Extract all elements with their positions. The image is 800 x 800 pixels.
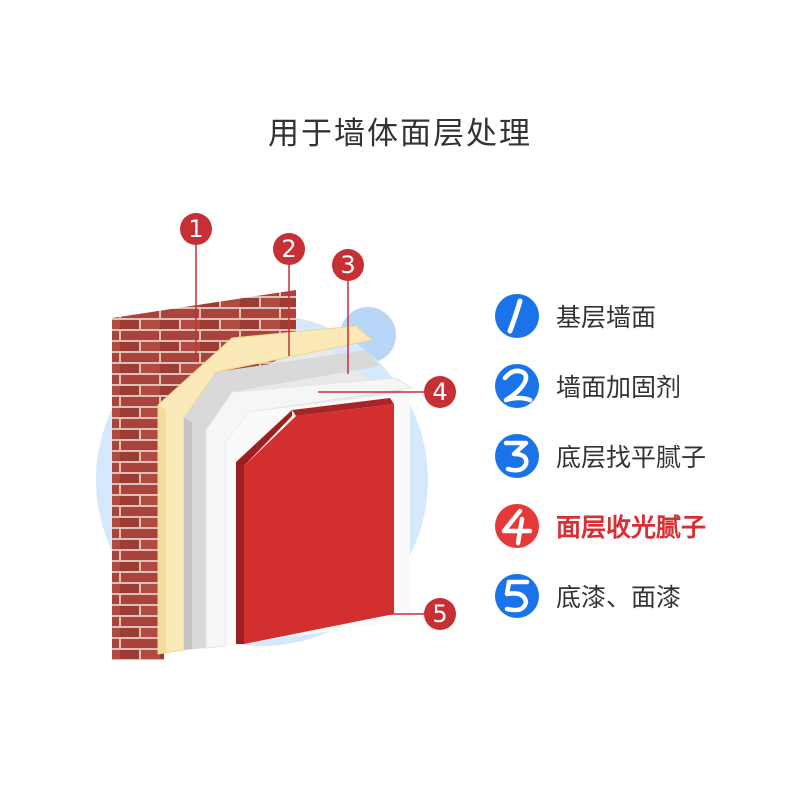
callout-1-number: 1 [188, 215, 203, 243]
legend-label-leveling-putty: 底层找平腻子 [556, 443, 707, 472]
number-2-icon [495, 364, 539, 408]
number-1-icon [495, 294, 539, 338]
number-5-icon [495, 574, 539, 618]
callout-5-number: 5 [432, 600, 447, 628]
number-4-icon [495, 504, 539, 548]
callout-5: 5 [424, 598, 456, 630]
leader-lines [195, 244, 424, 615]
number-3-icon [495, 434, 539, 478]
paint-layer [244, 404, 394, 644]
legend: 基层墙面 墙面加固剂 底层找平腻子 面层收光腻子 底漆、面漆 [494, 0, 794, 800]
callout-3: 3 [332, 249, 364, 281]
callout-4: 4 [424, 376, 456, 408]
paint-layer-side [236, 410, 292, 644]
leveling-putty-layer [184, 350, 380, 650]
legend-item-paint: 底漆、面漆 [494, 573, 681, 619]
legend-item-leveling-putty: 底层找平腻子 [494, 433, 706, 479]
legend-item-reinforcer: 墙面加固剂 [494, 363, 681, 409]
page-title: 用于墙体面层处理 [268, 116, 532, 152]
legend-label-finish-putty: 面层收光腻子 [556, 513, 707, 542]
legend-item-finish-putty: 面层收光腻子 [494, 503, 706, 549]
callout-1: 1 [180, 213, 212, 245]
legend-label-reinforcer: 墙面加固剂 [556, 373, 682, 402]
legend-item-base-wall: 基层墙面 [494, 293, 656, 339]
callout-2-number: 2 [281, 235, 296, 263]
leveling-putty-edge [184, 418, 192, 650]
legend-label-paint: 底漆、面漆 [556, 583, 682, 612]
callout-3-number: 3 [340, 251, 355, 279]
paint-layer-top [292, 398, 394, 416]
reinforcer-edge [158, 405, 166, 654]
callout-2: 2 [273, 233, 305, 265]
callout-4-number: 4 [432, 378, 447, 406]
legend-label-base-wall: 基层墙面 [556, 303, 657, 332]
